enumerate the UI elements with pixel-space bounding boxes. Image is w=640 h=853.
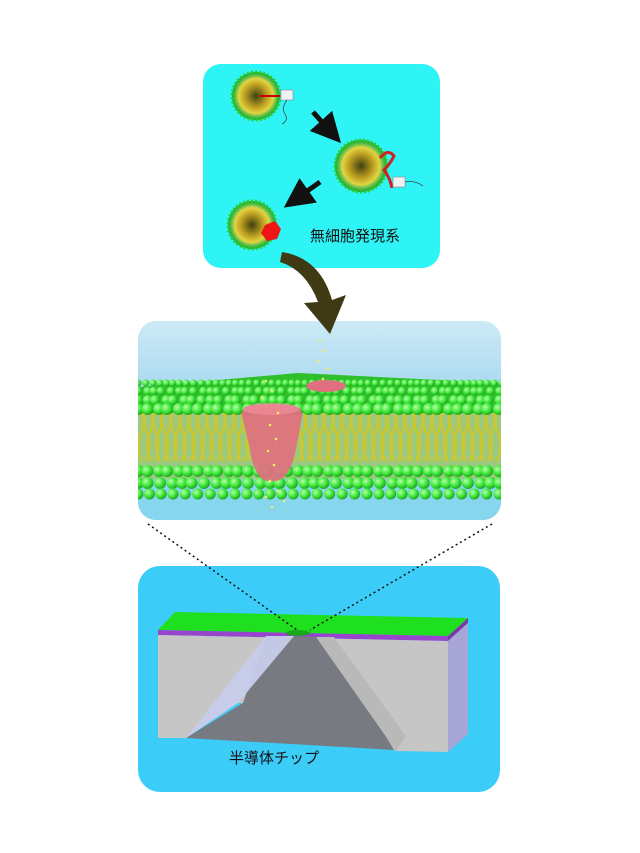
arrow-icon-down-right: [313, 112, 331, 132]
arrow-icon-down-left: [296, 182, 320, 199]
zoom-line-right: [310, 524, 492, 630]
liposome-vesicle-3: [228, 201, 281, 249]
curved-arrow-icon: [280, 252, 346, 334]
liposome-vesicle-1: [232, 72, 293, 124]
zoom-line-left: [148, 524, 297, 630]
cell-free-expression-caption: 無細胞発現系: [310, 225, 400, 246]
liposome-vesicle-2: [335, 140, 423, 192]
semiconductor-chip-caption: 半導体チップ: [229, 747, 319, 768]
